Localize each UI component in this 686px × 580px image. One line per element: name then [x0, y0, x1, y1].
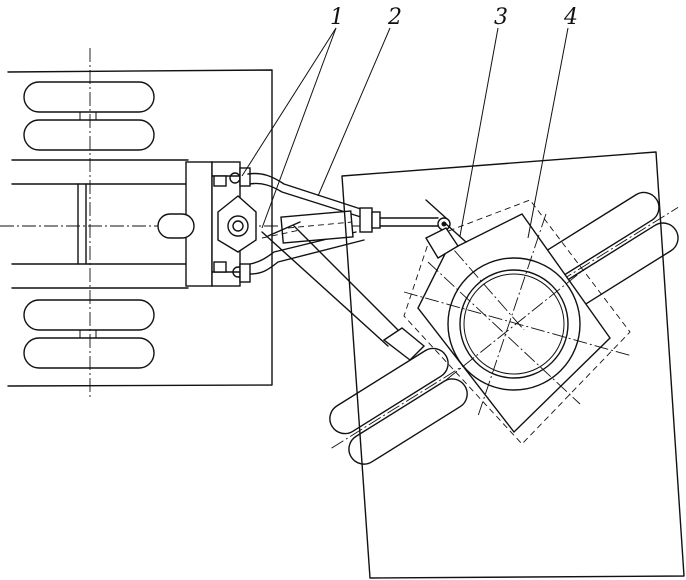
rod-nut [359, 207, 373, 233]
leader-4 [527, 27, 569, 239]
pivot-pin [227, 215, 249, 237]
leader-1b [261, 27, 337, 229]
arm-end-block [382, 327, 426, 361]
left-tracks-upper [23, 81, 155, 151]
hitch-housing [157, 161, 257, 287]
leader-3 [459, 27, 499, 237]
pull-arm [261, 221, 426, 361]
callout-3: 3 [494, 5, 508, 30]
callout-leaders [241, 27, 569, 239]
leader-2 [317, 27, 391, 197]
linkage-arms [247, 172, 439, 275]
rotating-base [403, 199, 633, 445]
callout-1: 1 [330, 5, 344, 30]
callout-4: 4 [563, 5, 578, 30]
left-tracks-lower [23, 299, 155, 369]
left-platform [7, 69, 273, 387]
turntable-inner-ring [459, 269, 569, 379]
callout-2: 2 [387, 5, 402, 30]
turntable-outer-ring [447, 257, 581, 391]
hydraulic-cylinder [280, 210, 354, 244]
leader-1a [241, 27, 337, 177]
pivot-bracket [425, 199, 467, 259]
right-platform [341, 151, 685, 579]
right-tracks-lower [329, 347, 468, 465]
